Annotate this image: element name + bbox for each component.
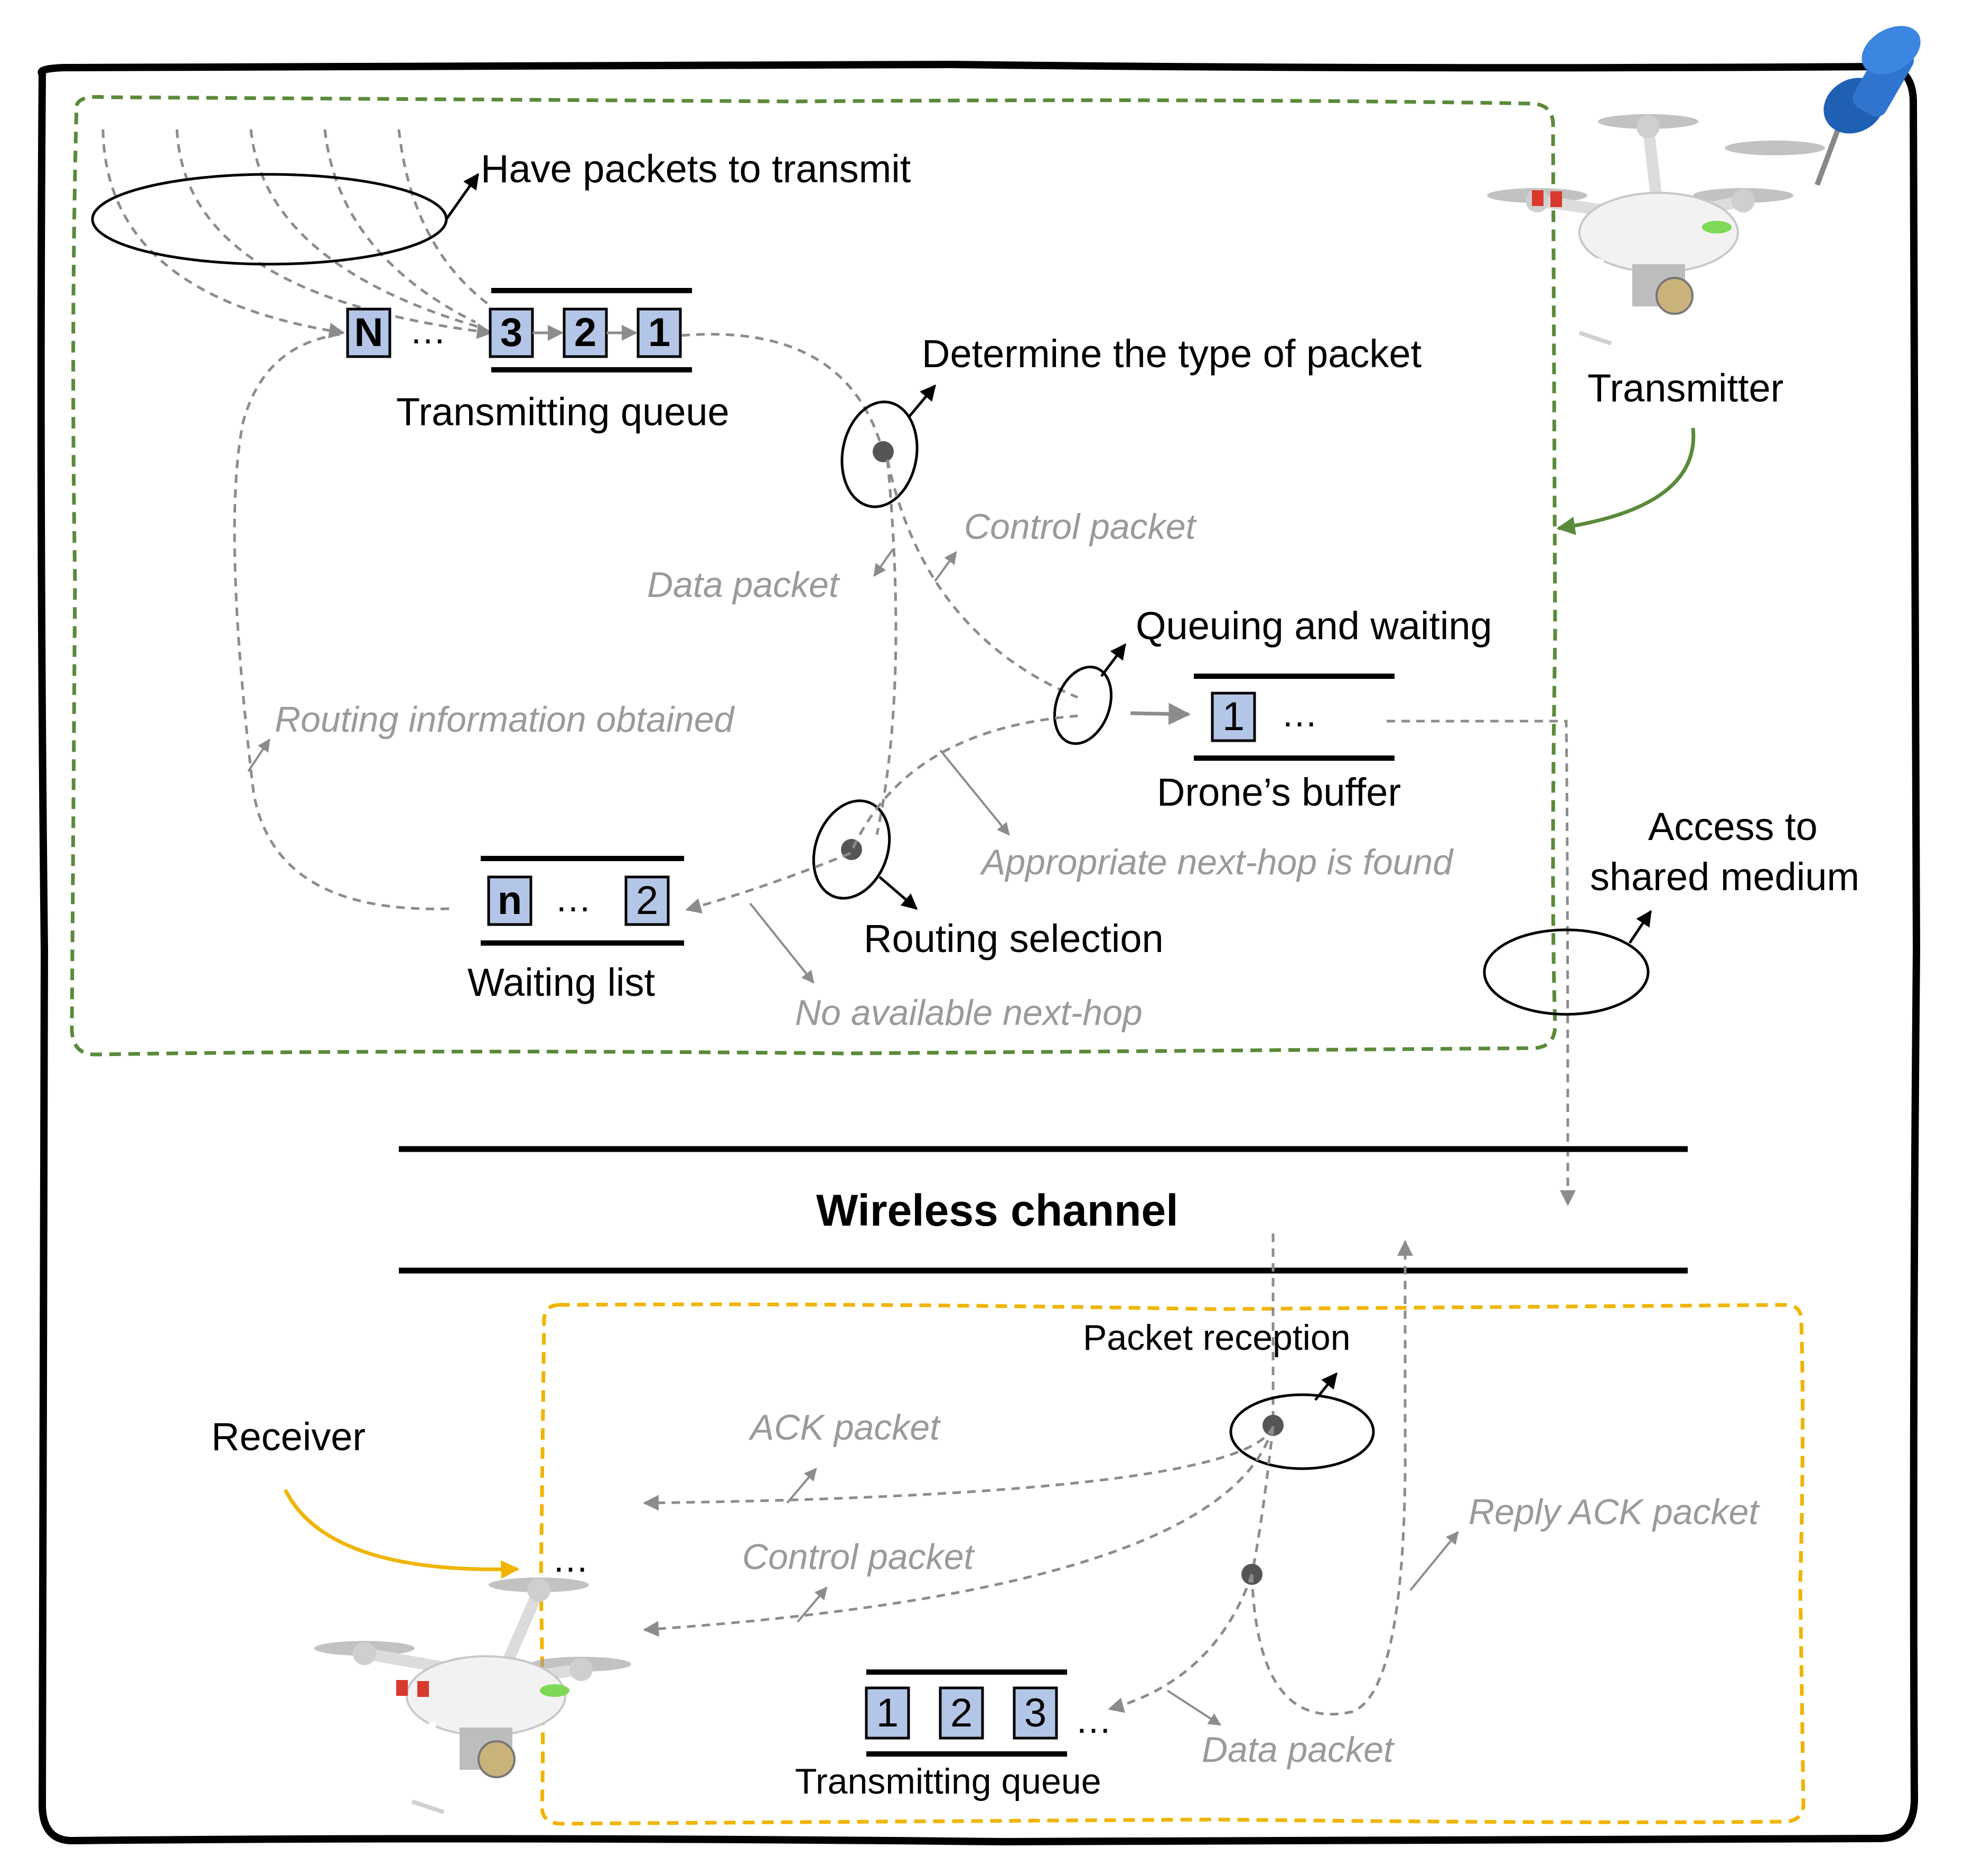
packet-label: 2 bbox=[574, 310, 596, 355]
queuing-ellipse bbox=[1053, 665, 1113, 745]
tx-queue: N … 3 2 1 Transmitting queue bbox=[346, 288, 730, 434]
transmitter-pointer-arrow bbox=[1556, 427, 1696, 535]
flow-data-to-reply bbox=[1250, 1426, 1275, 1575]
rx-tx-queue-label: Transmitting queue bbox=[795, 1761, 1101, 1802]
data-packet-label: Data packet bbox=[647, 565, 840, 605]
drone-icon bbox=[1487, 114, 1825, 346]
transmitter-region bbox=[70, 95, 1557, 1057]
tx-queue-label: Transmitting queue bbox=[396, 390, 730, 434]
packet-box bbox=[1211, 692, 1256, 742]
reception-ellipse bbox=[1229, 1393, 1375, 1470]
next-hop-found-label: Appropriate next-hop is found bbox=[979, 842, 1454, 882]
flow-control-packet-rx bbox=[643, 1426, 1275, 1637]
flow-next-hop-found bbox=[852, 714, 1078, 849]
outer-frame bbox=[37, 60, 1921, 1846]
packet-label: n bbox=[498, 878, 522, 923]
control-packet-label: Control packet bbox=[964, 507, 1198, 547]
flow-routing-info bbox=[233, 332, 450, 910]
control-packet-rx-label: Control packet bbox=[742, 1537, 976, 1577]
receiver-ellipsis: … bbox=[552, 1538, 589, 1580]
ack-packet-label: ACK packet bbox=[748, 1407, 941, 1448]
flow-queue-to-decision bbox=[681, 333, 884, 450]
incoming-flows bbox=[101, 129, 493, 339]
flow-ack-packet bbox=[643, 1426, 1275, 1511]
flow-data-packet-rx bbox=[1108, 1574, 1254, 1713]
wireless-channel: Wireless channel bbox=[399, 1146, 1688, 1274]
access-label-line2: shared medium bbox=[1590, 855, 1859, 899]
flow-no-next-hop bbox=[685, 852, 851, 914]
receiver-region bbox=[539, 1302, 1806, 1826]
waiting-list: n … 2 Waiting list bbox=[467, 856, 684, 1004]
packet-box bbox=[939, 1686, 984, 1740]
packet-box bbox=[489, 307, 534, 358]
packet-box bbox=[1013, 1686, 1058, 1740]
waiting-list-label: Waiting list bbox=[467, 960, 655, 1004]
routing-selection-label: Routing selection bbox=[864, 917, 1164, 960]
access-label-line1: Access to bbox=[1648, 805, 1818, 848]
have-packets-arrow bbox=[445, 173, 480, 220]
packet-box bbox=[346, 307, 391, 358]
packet-label: 3 bbox=[500, 310, 522, 355]
packet-label: 3 bbox=[1024, 1691, 1046, 1735]
determine-label: Determine the type of packet bbox=[922, 332, 1422, 376]
packet-label: 2 bbox=[950, 1691, 972, 1735]
packet-box bbox=[624, 875, 670, 926]
packet-box bbox=[563, 307, 608, 358]
queuing-label: Queuing and waiting bbox=[1136, 604, 1492, 648]
packet-label: 1 bbox=[1222, 694, 1245, 739]
packet-box bbox=[487, 875, 532, 926]
rx-queue-ellipsis: … bbox=[1075, 1700, 1112, 1741]
have-packets-label: Have packets to transmit bbox=[481, 147, 911, 191]
receiver-label: Receiver bbox=[211, 1415, 366, 1459]
channel-label: Wireless channel bbox=[816, 1186, 1179, 1235]
have-packets-ellipse bbox=[91, 173, 448, 266]
buffer-ellipsis: … bbox=[1281, 693, 1318, 734]
access-ellipse bbox=[1483, 928, 1650, 1016]
drone-buffer: 1 … Drone’s buffer bbox=[1157, 674, 1401, 814]
decision-node bbox=[873, 441, 894, 462]
flow-data-packet bbox=[875, 459, 897, 835]
packet-box bbox=[865, 1686, 910, 1740]
packet-reception-label: Packet reception bbox=[1083, 1318, 1351, 1358]
rx-tx-queue: 1 2 3 … Transmitting queue bbox=[795, 1669, 1112, 1802]
packet-label: 2 bbox=[636, 878, 658, 923]
receiver-pointer-arrow bbox=[283, 1489, 520, 1579]
pushpin-icon bbox=[1815, 26, 1921, 186]
flow-reply-ack bbox=[1250, 1240, 1413, 1716]
reception-node bbox=[1262, 1415, 1284, 1436]
packet-box bbox=[637, 307, 682, 358]
routing-info-label: Routing information obtained bbox=[275, 699, 735, 740]
flow-buffer-to-channel bbox=[1387, 720, 1576, 1206]
determine-arrow bbox=[908, 384, 936, 418]
drone-icon bbox=[314, 1578, 631, 1814]
determine-ellipse bbox=[840, 400, 919, 508]
reply-ack-label: Reply ACK packet bbox=[1469, 1492, 1760, 1532]
routing-ellipse bbox=[812, 799, 891, 900]
queue-ellipsis: … bbox=[409, 310, 446, 351]
packet-label: 1 bbox=[876, 1691, 899, 1735]
waiting-ellipsis: … bbox=[555, 878, 592, 919]
transmitter-label: Transmitter bbox=[1587, 366, 1783, 410]
buffer-label: Drone’s buffer bbox=[1157, 770, 1401, 814]
packet-label: N bbox=[354, 310, 384, 355]
flow-control-packet bbox=[886, 459, 1078, 699]
packet-label: 1 bbox=[648, 310, 670, 355]
no-next-hop-label: No available next-hop bbox=[795, 993, 1143, 1033]
data-packet-rx-label: Data packet bbox=[1202, 1730, 1395, 1770]
